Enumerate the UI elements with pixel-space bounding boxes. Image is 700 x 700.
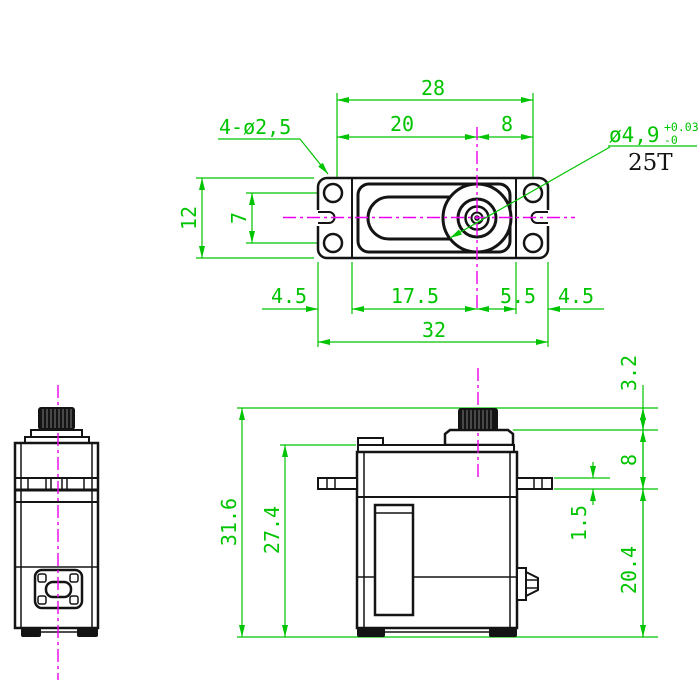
dim-flange-to-bottom: 20.4 bbox=[617, 546, 641, 594]
dim-overall-height: 31.6 bbox=[217, 498, 241, 546]
dim-chain-right: 4.5 bbox=[558, 284, 594, 308]
top-view bbox=[283, 127, 575, 312]
dimension-lines bbox=[196, 93, 658, 638]
front-shaft-knurl bbox=[462, 410, 492, 429]
front-shaft bbox=[458, 408, 498, 431]
dim-chain-mid: 17.5 bbox=[391, 284, 439, 308]
side-foot-right bbox=[77, 628, 98, 637]
side-shaft-step1 bbox=[30, 429, 83, 438]
side-shaft-knurl bbox=[42, 409, 72, 428]
labels: 28 20 8 4-ø2,5 ø4,9 +0.03 -0 25T 12 7 4.… bbox=[177, 76, 699, 594]
mount-hole-br bbox=[522, 232, 544, 254]
label-spline-teeth: 25T bbox=[628, 150, 673, 176]
front-view bbox=[317, 368, 553, 637]
front-foot-left bbox=[357, 628, 385, 637]
side-foot-left bbox=[21, 628, 41, 637]
dim-overall-width: 32 bbox=[422, 318, 446, 342]
mount-hole-bl bbox=[322, 232, 344, 254]
dim-chain-left: 4.5 bbox=[271, 284, 307, 308]
connector-plug bbox=[525, 570, 539, 598]
dim-hole-span: 28 bbox=[421, 76, 445, 100]
dim-flange-thickness: 1.5 bbox=[567, 505, 591, 541]
plate-bolt-tr bbox=[69, 573, 79, 583]
mount-hole-tl bbox=[322, 182, 344, 204]
dim-top-to-flange: 8 bbox=[617, 454, 641, 466]
side-view bbox=[13, 385, 100, 680]
front-rib bbox=[373, 503, 415, 617]
dim-hole-pitch: 7 bbox=[227, 212, 251, 224]
dim-shaft-to-right-hole: 8 bbox=[501, 112, 513, 136]
label-spline-tol-upper: +0.03 bbox=[664, 120, 699, 134]
front-foot-right bbox=[489, 628, 517, 637]
label-spline-dia: ø4,9 bbox=[609, 123, 660, 147]
dim-plate-height: 12 bbox=[177, 206, 201, 230]
dim-chain-right-inner: 5.5 bbox=[500, 284, 536, 308]
label-mount-holes: 4-ø2,5 bbox=[219, 115, 291, 139]
leader-mount-holes bbox=[299, 138, 329, 175]
label-spline-tol-lower: -0 bbox=[664, 133, 678, 147]
leader-spline bbox=[449, 146, 611, 239]
dim-shaft-height: 3.2 bbox=[617, 355, 641, 391]
front-cap-step bbox=[357, 437, 384, 446]
connector-bracket bbox=[516, 567, 527, 601]
plate-bolt-bl bbox=[37, 595, 47, 605]
front-tab-left bbox=[317, 477, 358, 490]
plate-bolt-tl bbox=[37, 573, 47, 583]
dim-case-height: 27.4 bbox=[260, 506, 284, 554]
front-shaft-base bbox=[443, 428, 515, 447]
plate-bolt-br bbox=[69, 595, 79, 605]
dim-left-hole-to-shaft: 20 bbox=[390, 112, 414, 136]
